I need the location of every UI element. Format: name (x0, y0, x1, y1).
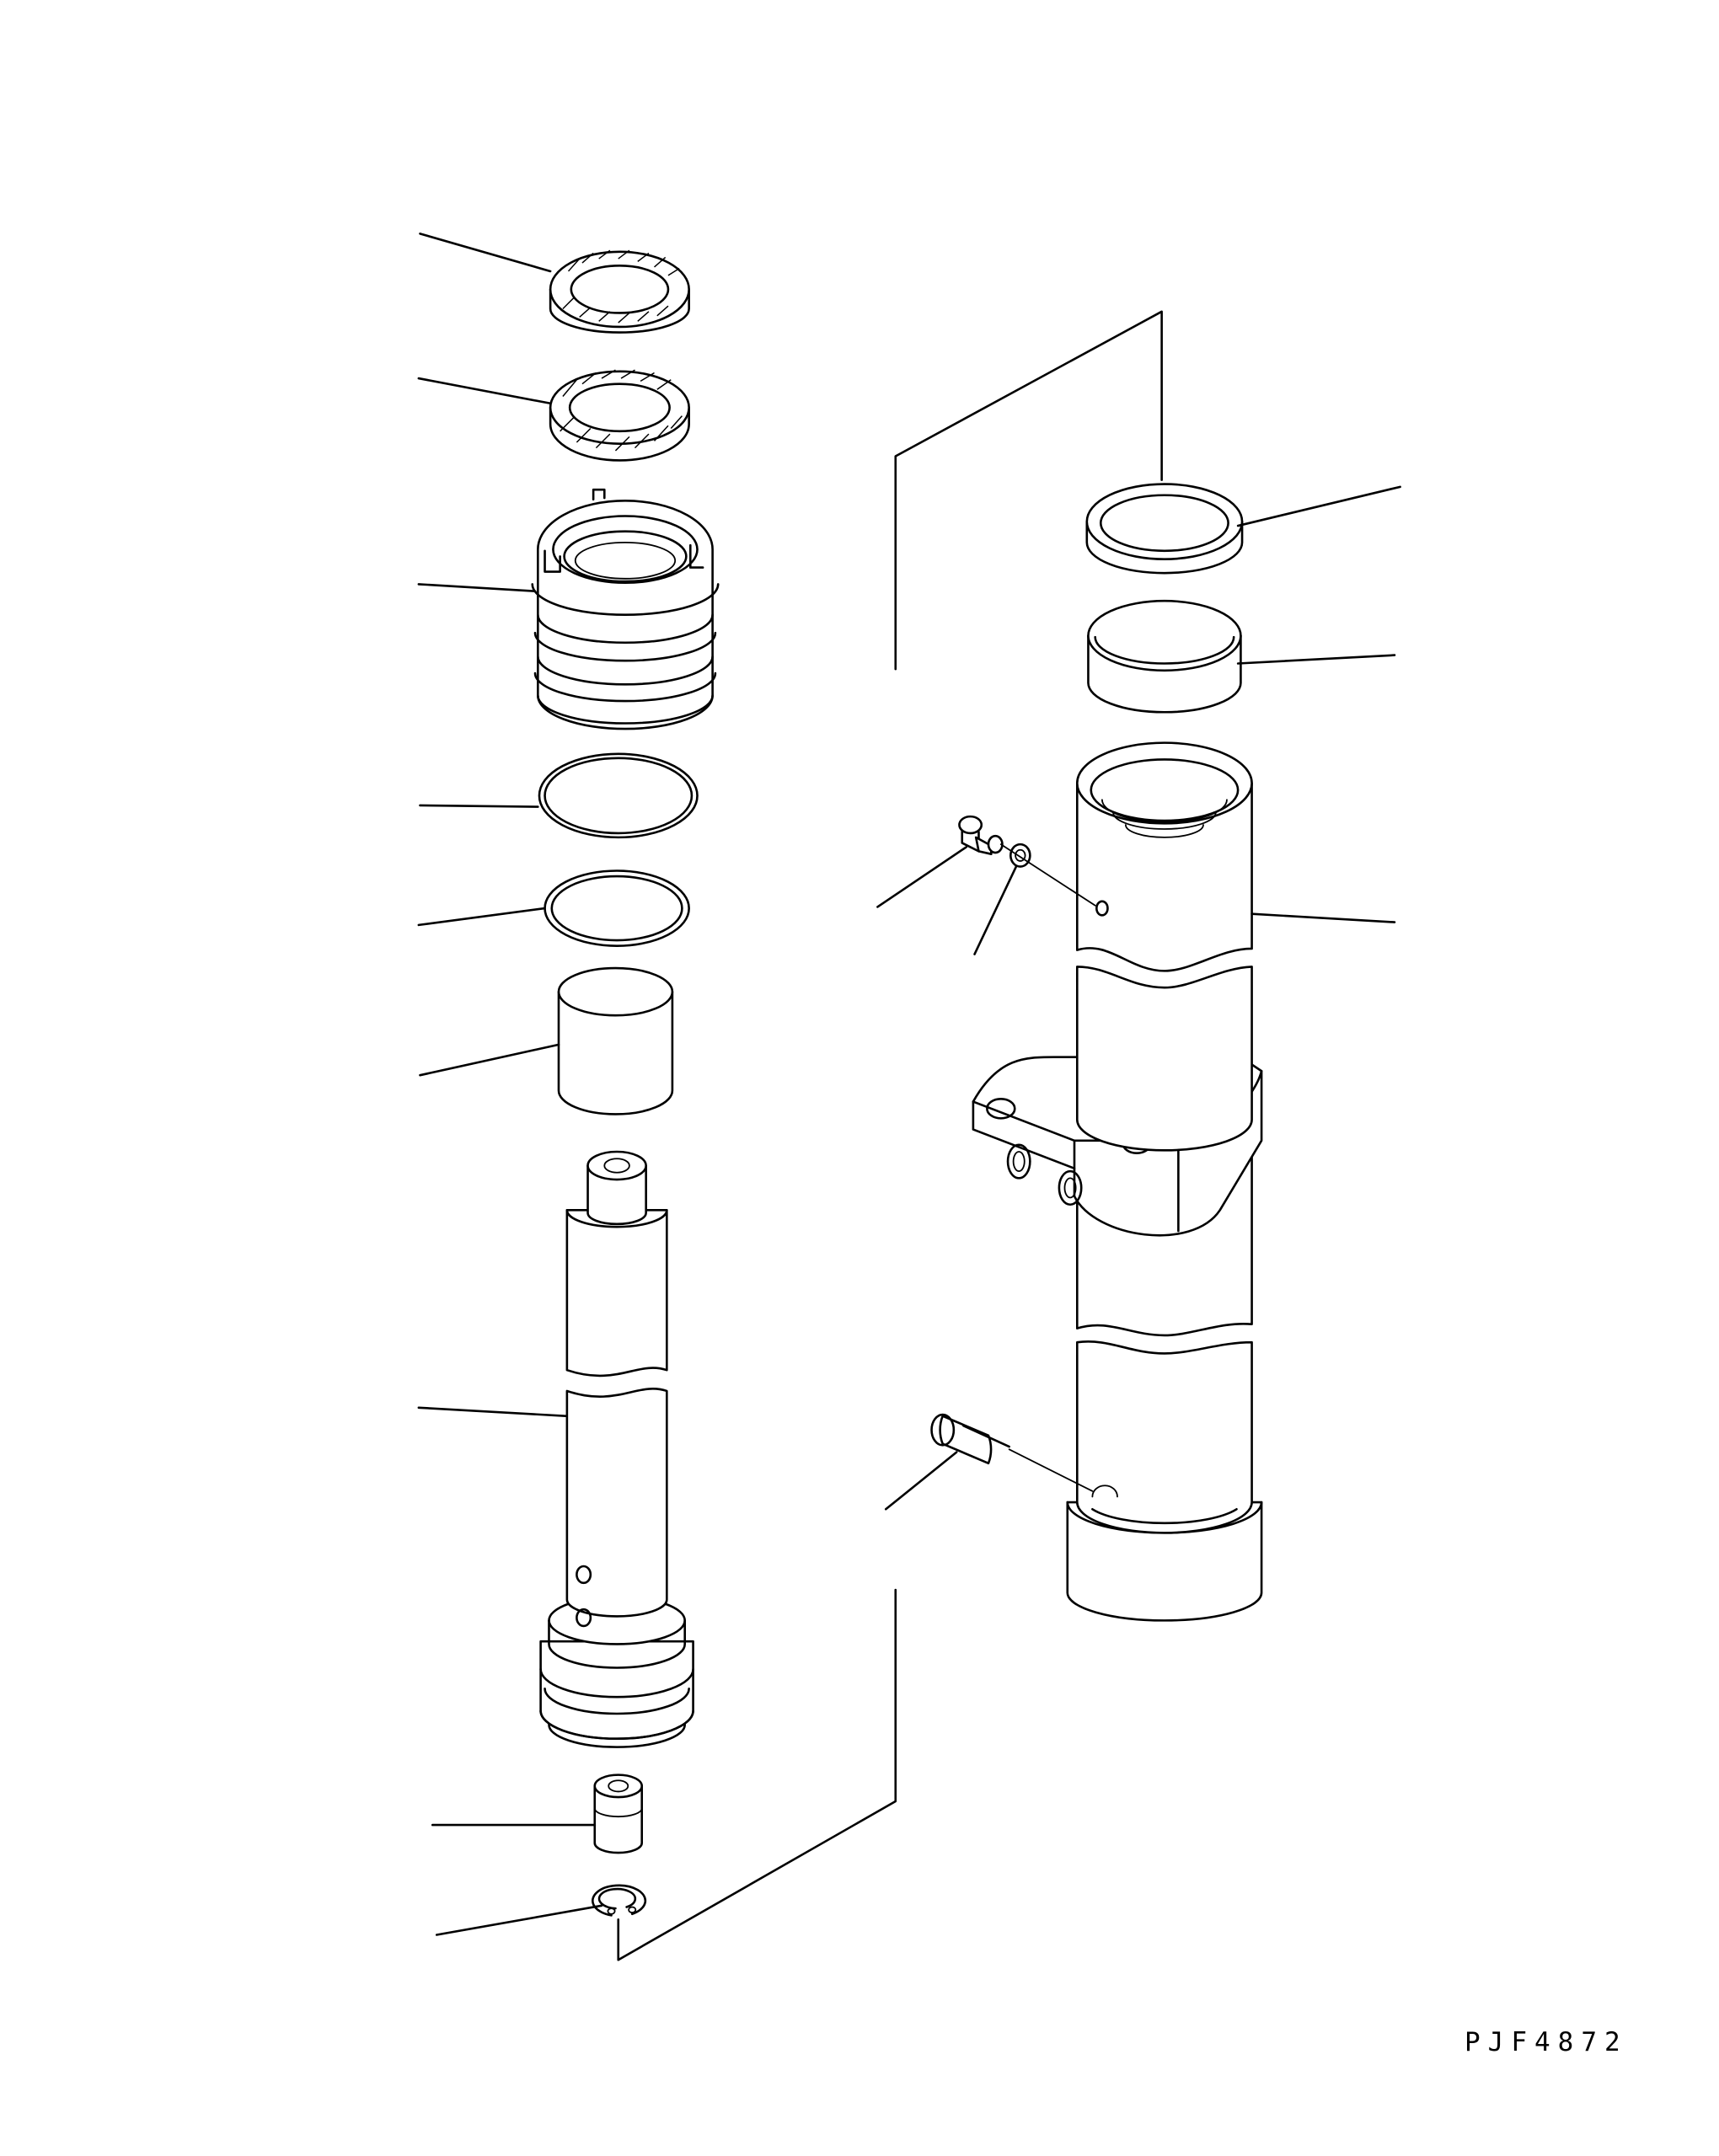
piston-rod-part (541, 1152, 693, 1747)
rod-packing-part (550, 370, 689, 460)
plug-bolt-part (959, 816, 1002, 854)
bushing-part (559, 968, 672, 1114)
cylinder-tube-part (973, 743, 1261, 1621)
cylinder-head-part (533, 490, 718, 729)
snap-ring-part (592, 1886, 645, 1916)
o-ring-large-part (539, 754, 698, 837)
leader-lines (419, 233, 1400, 1960)
drawing-code-label: PJF4872 (1465, 2027, 1628, 2057)
top-ring-part (1087, 484, 1242, 574)
washer-part (1010, 844, 1030, 866)
pin-part (932, 1415, 1009, 1463)
backup-ring-part (545, 871, 689, 946)
inner-bushing-part (1088, 601, 1240, 712)
dust-seal-part (550, 250, 689, 332)
collar-part (595, 1775, 642, 1853)
